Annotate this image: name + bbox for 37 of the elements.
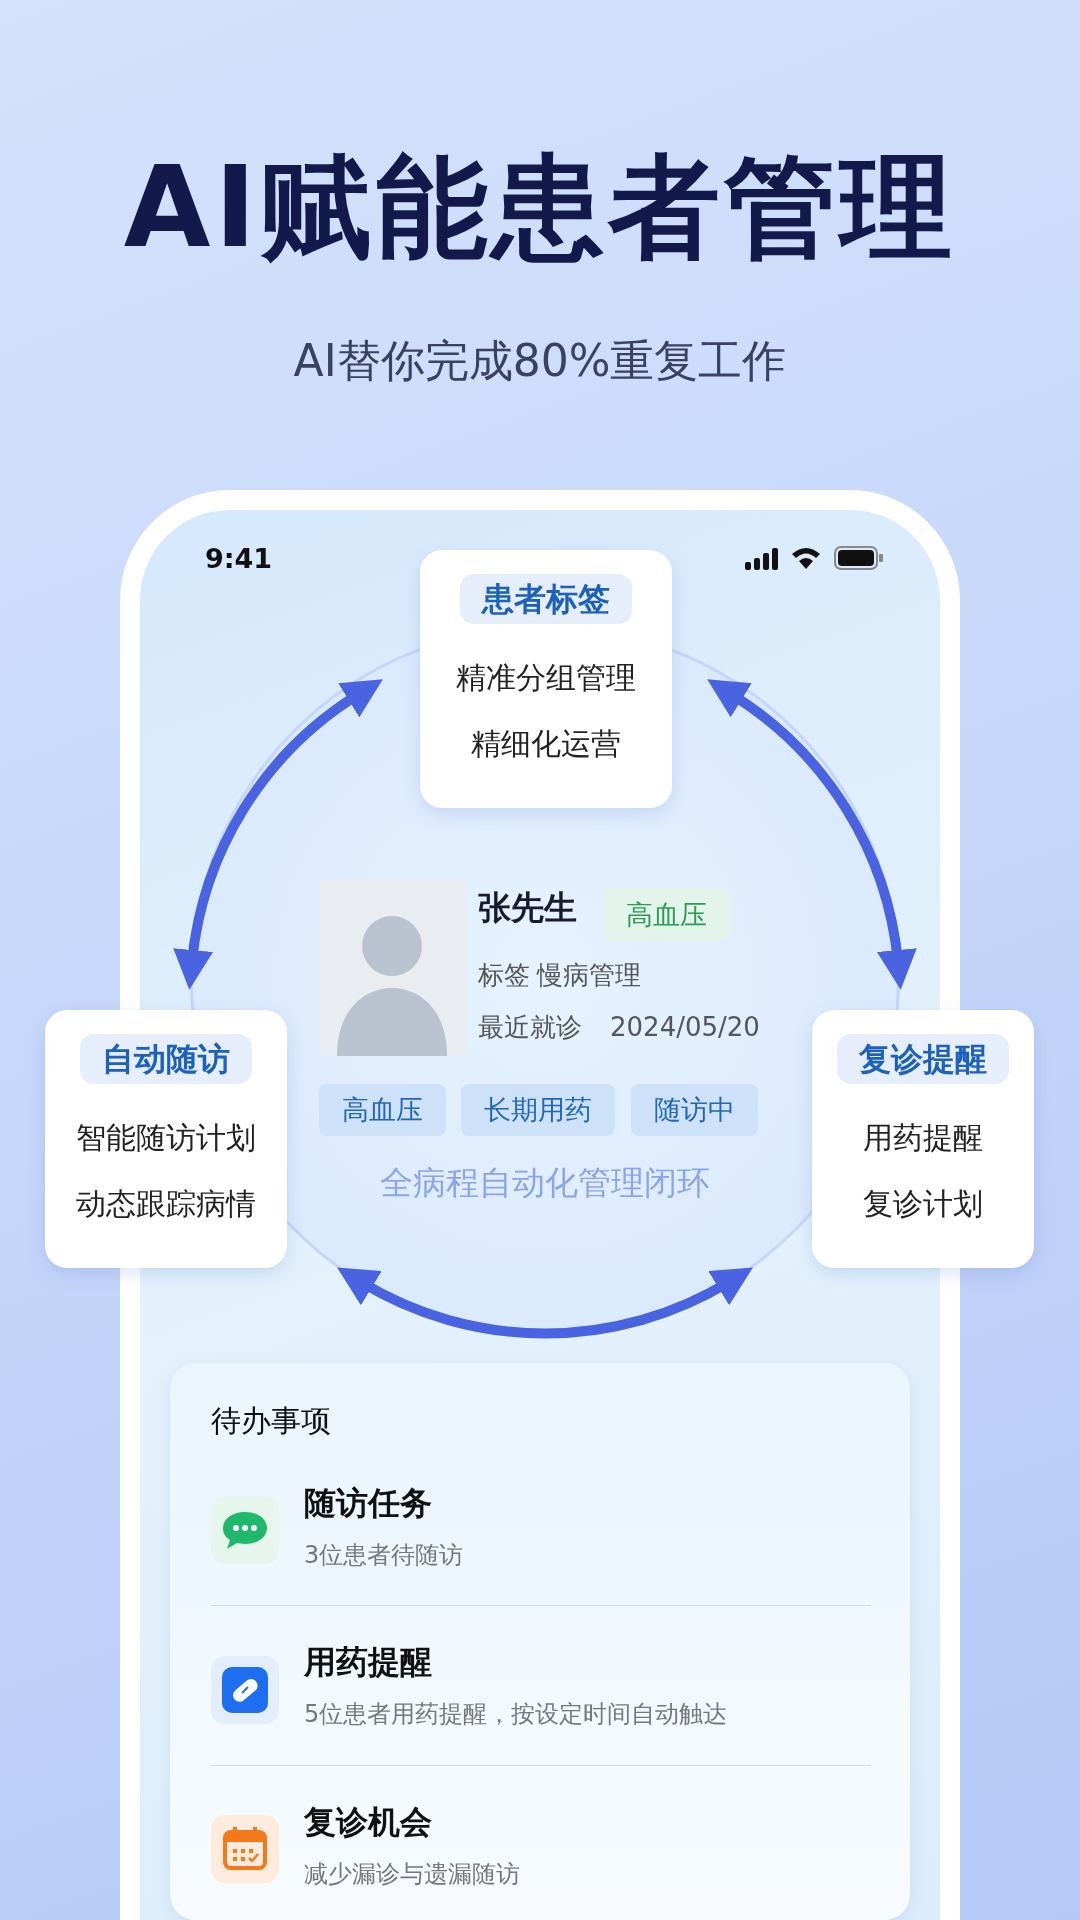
arrow [336,1268,754,1338]
feature-text: 复诊计划 [862,1186,984,1222]
photo-placeholder [319,880,466,1056]
arrow [174,677,382,990]
heading-pill: 复诊提醒 [837,1034,1009,1085]
task-title: 随访任务 [304,1484,432,1523]
status-time: 9:41 [205,543,273,576]
todo-card [170,1363,910,1920]
task-description: 3位患者待随访 [304,1541,464,1570]
feature-text: 动态跟踪病情 [75,1186,257,1222]
patient-name: 张先生 [478,888,577,928]
task-title: 复诊机会 [304,1803,432,1842]
feature-text: 用药提醒 [862,1120,984,1156]
feature-card [45,1010,287,1268]
heading-pill: 自动随访 [80,1034,252,1085]
tag: 随访中 [631,1084,758,1136]
subtitle: AI替你完成80%重复工作 [293,335,787,388]
arrow [708,677,916,990]
task-title: 用药提醒 [304,1643,432,1682]
field-value: 慢病管理 [537,960,641,992]
task-description: 5位患者用药提醒，按设定时间自动触达 [304,1700,728,1729]
field-label: 标签 [478,960,530,992]
section-heading: 待办事项 [211,1403,331,1439]
field-value: 2024/05/20 [610,1012,760,1044]
condition-tag: 高血压 [603,888,729,941]
field-label: 最近就诊 [478,1012,582,1044]
title: AI赋能患者管理 [122,141,958,274]
feature-card [420,550,672,808]
feature-text: 精细化运营 [470,726,622,762]
feature-text: 精准分组管理 [455,660,637,696]
tag: 高血压 [319,1084,446,1136]
heading-pill: 患者标签 [460,574,632,625]
task-description: 减少漏诊与遗漏随访 [304,1860,520,1889]
tag: 长期用药 [461,1084,615,1136]
feature-card [812,1010,1034,1268]
feature-text: 智能随访计划 [75,1120,257,1156]
slogan-text: 全病程自动化管理闭环 [379,1163,711,1203]
